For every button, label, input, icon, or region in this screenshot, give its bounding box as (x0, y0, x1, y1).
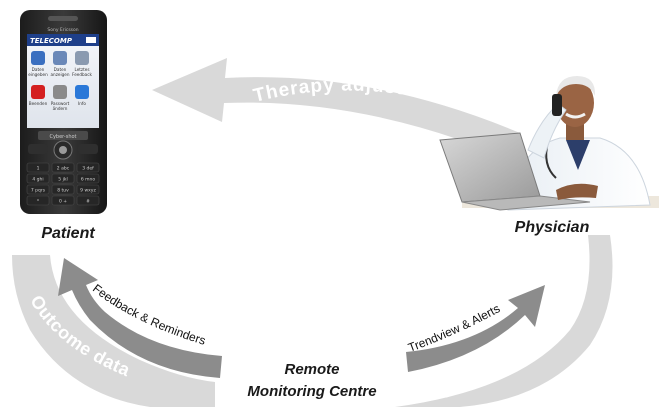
outcome-arrow (12, 255, 215, 407)
keypad-key-label: 4 ghi (32, 177, 43, 183)
phone-app-grid: DateneingebenDatenanzeigenLetztesFeedbac… (28, 51, 93, 111)
data-entry-icon (31, 51, 45, 65)
app-label: Beenden (29, 101, 48, 106)
patient-heading: Patient (41, 225, 95, 242)
phone-operator: TELECOMP (30, 37, 73, 45)
phone-brand: Sony Ericsson (47, 27, 78, 33)
app-label: Passwort (51, 101, 70, 106)
nav-center-key (59, 146, 67, 154)
centre-heading-line1: Remote (284, 361, 339, 378)
keypad-key (26, 195, 50, 206)
keypad-key (51, 184, 75, 195)
keypad-key (26, 173, 50, 184)
feedback-icon (75, 51, 89, 65)
keypad-key (51, 162, 75, 173)
doctor-moustache (565, 112, 586, 119)
keypad-key-label: * (37, 199, 40, 205)
app-label: anzeigen (50, 72, 69, 77)
keypad-key (76, 195, 100, 206)
app-label: Feedback (72, 72, 93, 77)
physician-illustration (439, 76, 659, 211)
battery-icon (86, 37, 96, 43)
phone-screen (27, 34, 99, 128)
keypad-key-label: 6 mno (81, 177, 96, 183)
key-icon (53, 85, 67, 99)
phone-speaker (48, 16, 78, 21)
inner-flow-arrows (58, 258, 545, 378)
doctor-hand (556, 183, 598, 200)
laptop-screen (439, 132, 541, 203)
keypad-key-label: # (86, 199, 90, 205)
outer-flow-arrows (12, 58, 613, 407)
feedback-arrow (58, 258, 222, 378)
keypad-key-label: 8 tuv (57, 188, 69, 194)
keypad-key-label: 5 jkl (58, 177, 67, 183)
app-label: Daten (32, 67, 45, 72)
keypad-key-label: 0 + (59, 199, 67, 205)
keypad-key (76, 184, 100, 195)
keypad-key (51, 195, 75, 206)
phone-camera-label: Cyber-shot (49, 134, 76, 140)
keypad-key (51, 173, 75, 184)
info-icon (75, 85, 89, 99)
physician-heading: Physician (515, 219, 590, 236)
app-label: Daten (54, 67, 67, 72)
trendview-arrow (406, 285, 545, 372)
data-supply-arrow (395, 235, 613, 407)
phone-camera-strip (38, 131, 88, 140)
therapy-arrow (152, 58, 520, 155)
keypad-key (76, 162, 100, 173)
handset-icon (552, 94, 562, 116)
centre-heading-line2: Monitoring Centre (247, 383, 376, 400)
keypad-key-label: 1 (37, 166, 40, 172)
phone-keypad: 1 2 abc 3 def 4 ghi 5 jkl 6 mno 7 pqrs 8 tuv 9 w… (26, 162, 100, 206)
keypad-key-label: 7 pqrs (31, 188, 46, 194)
mobile-phone-illustration: Sony Ericsson TELECOMP DateneingebenDate… (20, 10, 107, 214)
keypad-key (76, 173, 100, 184)
keypad-key-label: 9 wxyz (80, 188, 96, 194)
data-view-icon (53, 51, 67, 65)
app-label: ändern (53, 106, 68, 111)
left-soft-key (28, 144, 48, 154)
doctor-tie (566, 140, 590, 170)
keypad-key-label: 3 def (82, 166, 94, 172)
doctor-arm (527, 103, 567, 159)
keypad-key (26, 184, 50, 195)
right-soft-key (78, 144, 98, 154)
keypad-key-label: 2 abc (57, 166, 70, 172)
keypad-key (26, 162, 50, 173)
power-icon (31, 85, 45, 99)
doctor-hair (556, 76, 596, 96)
app-label: Letztes (74, 67, 89, 72)
app-label: eingeben (28, 72, 48, 77)
app-label: Info (78, 101, 86, 106)
phone-operator-bar (27, 34, 99, 46)
